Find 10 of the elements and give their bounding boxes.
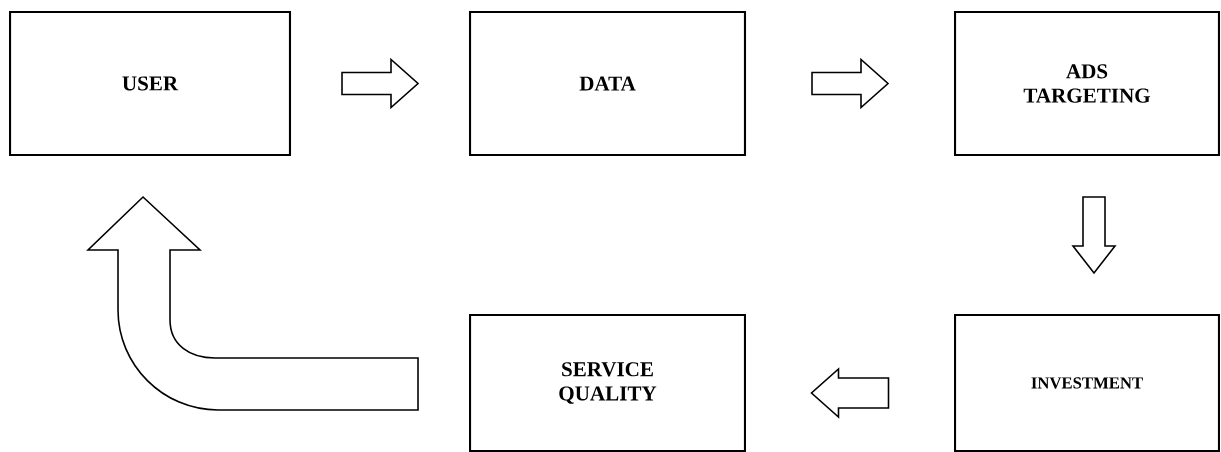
block-arrow — [341, 57, 420, 110]
process-box: SERVICE QUALITY — [468, 313, 747, 452]
block-arrow — [810, 367, 890, 419]
block-arrow — [811, 57, 890, 110]
block-arrow — [1071, 196, 1117, 275]
process-box: USER — [9, 10, 292, 157]
process-box: ADS TARGETING — [953, 10, 1221, 157]
process-box: DATA — [468, 10, 747, 157]
process-box: INVESTMENT — [953, 313, 1221, 452]
block-arrow — [87, 196, 419, 411]
